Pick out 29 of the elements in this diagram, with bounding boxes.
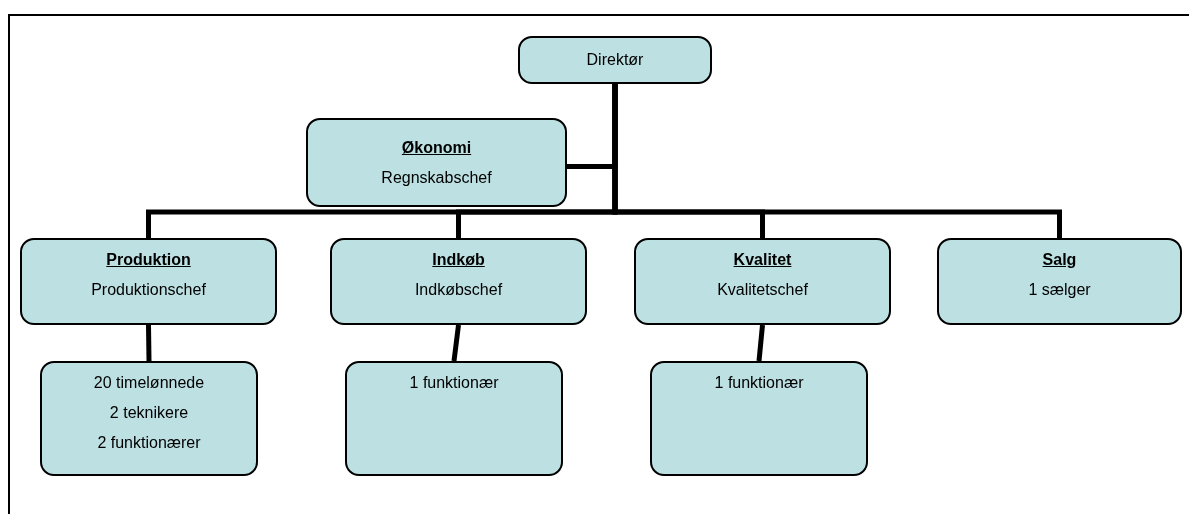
role-text: 20 timelønnede: [93, 373, 205, 393]
connector-line: [451, 324, 461, 362]
org-box: [937, 238, 1182, 325]
department-heading: Kvalitet: [733, 250, 792, 270]
role-text: 1 funktionær: [409, 373, 499, 393]
department-heading: Økonomi: [401, 137, 472, 158]
org-box: [330, 238, 587, 325]
role-text: Indkøbschef: [414, 280, 503, 300]
org-box: [20, 238, 277, 325]
connector-line: [612, 84, 1062, 238]
role-text: Regnskabschef: [381, 167, 492, 188]
role-text: Produktionschef: [91, 280, 206, 300]
org-box: [634, 238, 891, 325]
role-text: 1 funktionær: [714, 373, 804, 393]
department-heading: Indkøb: [432, 250, 485, 270]
connector-line: [756, 324, 765, 362]
role-text: Direktør: [586, 50, 644, 70]
org-box: [40, 361, 258, 476]
department-heading: Produktion: [106, 250, 191, 270]
connector-line: [146, 324, 152, 362]
org-box: [306, 118, 567, 207]
role-text: 2 teknikere: [109, 403, 189, 423]
department-heading: Salg: [1042, 250, 1077, 270]
role-text: Kvalitetschef: [717, 280, 808, 300]
role-text: 2 funktionærer: [97, 433, 201, 453]
org-box: [518, 36, 712, 84]
role-text: 1 sælger: [1028, 280, 1091, 300]
org-box: [650, 361, 868, 476]
org-box: [345, 361, 563, 476]
